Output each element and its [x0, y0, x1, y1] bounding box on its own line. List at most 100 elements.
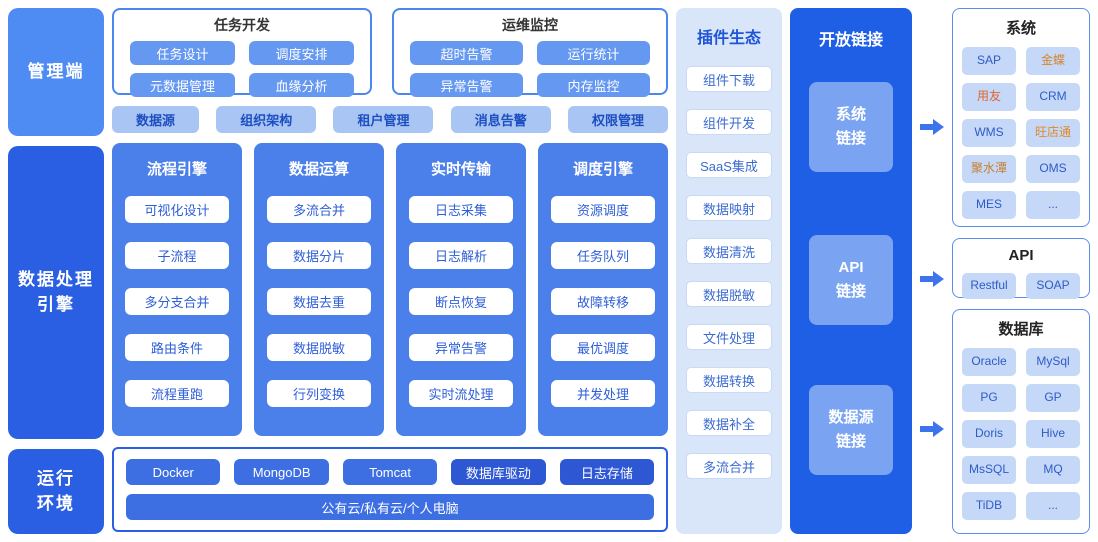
runtime-panel: Docker MongoDB Tomcat 数据库驱动 日志存储 公有云/私有云… [112, 447, 668, 532]
engine-item: 日志解析 [409, 242, 513, 269]
realtime-transfer-column: 实时传输 日志采集 日志解析 断点恢复 异常告警 实时流处理 [396, 143, 526, 436]
api-grid: Restful SOAP [962, 273, 1080, 299]
runtime-item: MongoDB [234, 459, 329, 485]
open-links-title: 开放链接 [818, 32, 883, 49]
platform-services-row: 数据源 组织架构 租户管理 消息告警 权限管理 [112, 106, 668, 133]
ops-monitor-item: 运行统计 [537, 41, 650, 65]
task-dev-item: 调度安排 [249, 41, 354, 65]
database-item: Oracle [962, 348, 1016, 376]
plugin-item: 数据清洗 [686, 238, 772, 264]
engine-item: 资源调度 [551, 196, 655, 223]
engine-item: 多分支合并 [125, 288, 229, 315]
platform-item: 租户管理 [333, 106, 434, 133]
engine-item: 流程重跑 [125, 380, 229, 407]
ops-monitor-items: 超时告警 运行统计 异常告警 内存监控 [404, 41, 656, 97]
plugin-item: 数据映射 [686, 195, 772, 221]
layer-labels-column: 管理端 数据处理 引擎 运行 环境 [8, 8, 104, 534]
database-item: MySql [1026, 348, 1080, 376]
engine-item: 异常告警 [409, 334, 513, 361]
plugin-item: 文件处理 [686, 324, 772, 350]
right-arrow-icon [920, 119, 944, 135]
engine-item: 断点恢复 [409, 288, 513, 315]
ops-monitor-item: 内存监控 [537, 73, 650, 97]
platform-item: 数据源 [112, 106, 200, 133]
plugin-item: 组件开发 [686, 109, 772, 135]
engine-title: 实时传输 [430, 161, 491, 178]
task-dev-item: 元数据管理 [130, 73, 235, 97]
ops-monitor-panel: 运维监控 超时告警 运行统计 异常告警 内存监控 [392, 8, 668, 97]
system-item: MES [962, 191, 1016, 219]
api-item: Restful [962, 273, 1016, 299]
api-panel: API Restful SOAP [952, 238, 1090, 299]
main-column: 任务开发 任务设计 调度安排 元数据管理 血缘分析 运维监控 超时告警 运行统计… [112, 8, 668, 534]
database-item: Hive [1026, 420, 1080, 448]
plugin-ecosystem-title: 插件生态 [696, 30, 761, 47]
engine-columns: 流程引擎 可视化设计 子流程 多分支合并 路由条件 流程重跑 数据运算 多流合并… [112, 143, 668, 436]
ops-monitor-title: 运维监控 [502, 17, 558, 33]
datasource-link-block: 数据源 链接 [809, 385, 893, 475]
runtime-items: Docker MongoDB Tomcat 数据库驱动 日志存储 [126, 459, 655, 485]
cloud-bar: 公有云/私有云/个人电脑 [126, 494, 654, 520]
plugin-ecosystem-panel: 插件生态 组件下载 组件开发 SaaS集成 数据映射 数据清洗 数据脱敏 文件处… [676, 8, 782, 534]
external-targets-column: 系统 SAP 金蝶 用友 CRM WMS 旺店通 聚水潭 OMS MES ...… [952, 8, 1090, 534]
process-engine-column: 流程引擎 可视化设计 子流程 多分支合并 路由条件 流程重跑 [112, 143, 242, 436]
plugin-item: 数据补全 [686, 410, 772, 436]
engine-title: 调度引擎 [572, 161, 633, 178]
systems-grid: SAP 金蝶 用友 CRM WMS 旺店通 聚水潭 OMS MES ... [962, 47, 1080, 219]
system-item: 用友 [962, 83, 1016, 111]
layer-runtime: 运行 环境 [8, 449, 104, 534]
runtime-item: Docker [126, 459, 221, 485]
api-link-block: API 链接 [809, 235, 893, 325]
task-dev-item: 任务设计 [130, 41, 235, 65]
systems-title: 系统 [1005, 20, 1036, 37]
plugin-item: 组件下载 [686, 66, 772, 92]
engine-item: 可视化设计 [125, 196, 229, 223]
database-item: MsSQL [962, 456, 1016, 484]
task-dev-panel: 任务开发 任务设计 调度安排 元数据管理 血缘分析 [112, 8, 372, 97]
database-item: PG [962, 384, 1016, 412]
system-item: ... [1026, 191, 1080, 219]
engine-item: 并发处理 [551, 380, 655, 407]
ops-monitor-item: 异常告警 [410, 73, 523, 97]
plugin-item: SaaS集成 [686, 152, 772, 178]
engine-title: 流程引擎 [146, 161, 207, 178]
runtime-item: 日志存储 [559, 459, 655, 485]
engine-item: 数据分片 [267, 242, 371, 269]
engine-item: 数据脱敏 [267, 334, 371, 361]
system-item: WMS [962, 119, 1016, 147]
engine-item: 行列变换 [267, 380, 371, 407]
system-item: 金蝶 [1026, 47, 1080, 75]
connector-arrows [920, 8, 944, 534]
database-item: GP [1026, 384, 1080, 412]
platform-item: 权限管理 [567, 106, 668, 133]
database-item: Doris [962, 420, 1016, 448]
data-compute-column: 数据运算 多流合并 数据分片 数据去重 数据脱敏 行列变换 [254, 143, 384, 436]
right-arrow-icon [920, 271, 944, 287]
engine-item: 最优调度 [551, 334, 655, 361]
right-arrow-icon [920, 421, 944, 437]
database-panel: 数据库 Oracle MySql PG GP Doris Hive MsSQL … [952, 309, 1090, 534]
database-item: TiDB [962, 492, 1016, 520]
engine-item: 实时流处理 [409, 380, 513, 407]
system-item: 聚水潭 [962, 155, 1016, 183]
database-grid: Oracle MySql PG GP Doris Hive MsSQL MQ T… [962, 348, 1080, 520]
scheduler-engine-column: 调度引擎 资源调度 任务队列 故障转移 最优调度 并发处理 [538, 143, 668, 436]
runtime-item: Tomcat [342, 459, 438, 485]
runtime-item: 数据库驱动 [451, 459, 546, 485]
system-link-block: 系统 链接 [809, 82, 893, 172]
engine-item: 路由条件 [125, 334, 229, 361]
platform-item: 消息告警 [450, 106, 551, 133]
layer-management: 管理端 [8, 8, 104, 136]
task-dev-items: 任务设计 调度安排 元数据管理 血缘分析 [124, 41, 360, 97]
engine-item: 日志采集 [409, 196, 513, 223]
layer-data-engine: 数据处理 引擎 [8, 146, 104, 439]
database-item: ... [1026, 492, 1080, 520]
plugin-item: 多流合并 [686, 453, 772, 479]
api-title: API [1008, 247, 1034, 264]
system-item: SAP [962, 47, 1016, 75]
engine-item: 故障转移 [551, 288, 655, 315]
engine-item: 多流合并 [267, 196, 371, 223]
engine-title: 数据运算 [288, 161, 349, 178]
database-item: MQ [1026, 456, 1080, 484]
engine-item: 子流程 [125, 242, 229, 269]
